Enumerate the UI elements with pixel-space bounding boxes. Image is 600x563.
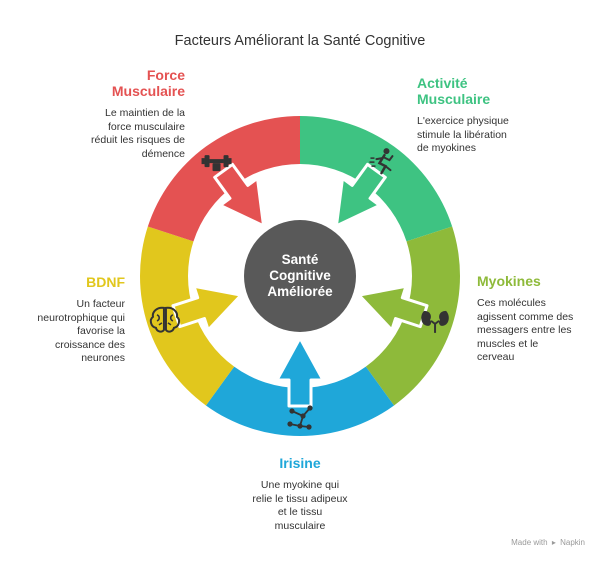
factor-bdnf: BDNF Un facteur neurotrophique qui favor… <box>10 274 125 366</box>
footer-brand: Napkin <box>560 538 585 547</box>
factor-irisine-title: Irisine <box>279 455 321 471</box>
factor-myokines-title: Myokines <box>477 273 541 289</box>
factor-myokines-desc: Ces molécules agissent comme des message… <box>477 297 574 363</box>
diagram-title: Facteurs Améliorant la Santé Cognitive <box>174 33 426 49</box>
footer: Made with ▸ Napkin <box>511 538 585 547</box>
factor-irisine-desc: Une myokine qui relie le tissu adipeux e… <box>252 479 348 532</box>
center-label-line: Améliorée <box>267 284 333 299</box>
factor-activite: Activité Musculaire L'exercice physique … <box>417 75 537 156</box>
segment-icons <box>149 148 449 430</box>
center-circle <box>244 220 356 332</box>
footer-made-with: Made with <box>511 538 548 547</box>
factor-bdnf-title: BDNF <box>86 274 125 290</box>
arrow-irisine <box>275 336 325 408</box>
factor-irisine: Irisine Une myokine qui relie le tissu a… <box>220 455 380 533</box>
factor-myokines: Myokines Ces molécules agissent comme de… <box>477 273 592 365</box>
center-label-line: Santé <box>282 252 319 267</box>
factor-force: Force Musculaire Le maintien de la force… <box>70 67 185 161</box>
brain-icon <box>149 306 181 333</box>
center-label-line: Cognitive <box>269 268 331 283</box>
napkin-logo-icon: ▸ <box>551 538 556 547</box>
arrow-activite <box>334 162 387 228</box>
factor-bdnf-desc: Un facteur neurotrophique qui favorise l… <box>37 298 125 364</box>
arrow-force <box>213 162 266 228</box>
factor-force-title: Force Musculaire <box>111 67 185 99</box>
running-person-icon <box>369 148 394 175</box>
factor-activite-title: Activité Musculaire <box>417 75 491 107</box>
factor-force-desc: Le maintien de la force musculaire rédui… <box>91 107 185 160</box>
molecule-icon <box>287 405 313 430</box>
factor-activite-desc: L'exercice physique stimule la libératio… <box>417 115 509 154</box>
kidneys-icon <box>421 310 449 333</box>
dumbbell-icon <box>201 155 232 172</box>
